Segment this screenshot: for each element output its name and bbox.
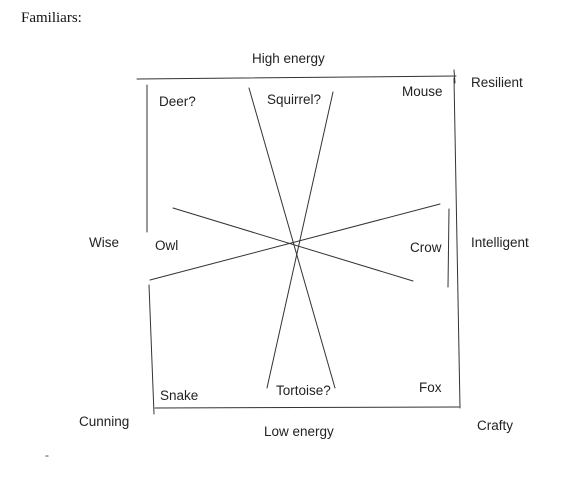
animal-label-squirrel: Squirrel? <box>267 92 322 107</box>
box-left-edge-lower <box>148 284 155 415</box>
box-bottom-edge <box>154 406 460 409</box>
corner-label-resilient: Resilient <box>471 75 523 90</box>
page-title: Familiars: <box>21 10 82 26</box>
animal-label-mouse: Mouse <box>402 84 443 99</box>
box-right-edge <box>453 77 461 409</box>
crow-bracket <box>447 208 450 288</box>
box-top-tick <box>453 69 456 84</box>
spoke-squirrel-tortoise <box>248 87 336 389</box>
axis-label-high-energy: High energy <box>252 51 325 66</box>
animal-label-snake: Snake <box>160 388 199 403</box>
corner-label-cunning: Cunning <box>79 414 130 429</box>
footer-mark: - <box>45 448 49 462</box>
box-top-edge <box>136 75 457 80</box>
animal-label-crow: Crow <box>410 240 442 255</box>
axis-label-intelligent: Intelligent <box>471 235 529 250</box>
spoke-owl-crow <box>172 207 414 282</box>
axis-label-low-energy: Low energy <box>264 424 334 439</box>
animal-label-tortoise: Tortoise? <box>276 383 331 398</box>
animal-label-deer: Deer? <box>159 94 196 109</box>
corner-label-crafty: Crafty <box>477 418 514 433</box>
spoke-crow-owl <box>149 203 441 281</box>
animal-label-owl: Owl <box>155 238 179 253</box>
spoke-squirrel2-tortoise2 <box>266 91 334 389</box>
drawing-canvas <box>70 36 549 454</box>
animal-label-fox: Fox <box>419 380 442 395</box>
axis-label-wise: Wise <box>89 235 119 250</box>
